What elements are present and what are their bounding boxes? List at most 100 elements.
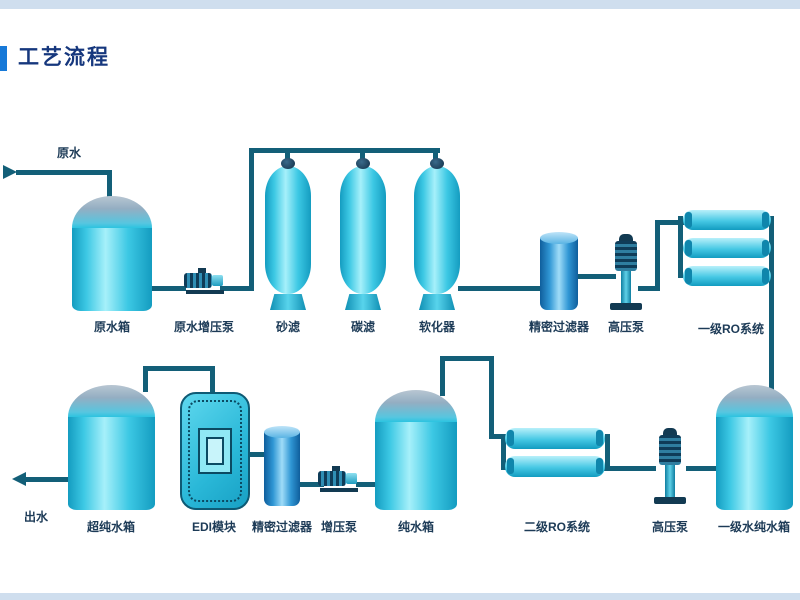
- pipe-segment: [655, 220, 660, 291]
- pipe-segment: [655, 220, 687, 225]
- edi-module: [180, 392, 250, 510]
- label-ro-system-2: 二级RO系统: [523, 520, 591, 534]
- vessel-knob: [356, 158, 370, 169]
- pump-head: [346, 473, 357, 484]
- ro1-membrane-tube: [683, 210, 771, 230]
- label-softener: 软化器: [418, 320, 456, 334]
- vessel-knob: [281, 158, 295, 169]
- edi-core-inner: [206, 437, 224, 465]
- pump-motor: [615, 241, 637, 271]
- stage1-pure-water-tank: [716, 385, 793, 510]
- pump-motor: [318, 471, 346, 486]
- inlet-arrow-icon: [3, 165, 17, 179]
- pipe-segment: [638, 286, 660, 291]
- tank-body: [375, 422, 457, 510]
- pipe-segment: [249, 148, 440, 153]
- pump-motor: [659, 435, 681, 465]
- pipe-segment: [440, 356, 494, 361]
- pipe-segment: [356, 482, 377, 487]
- pump-motor: [184, 273, 212, 288]
- tank-dome: [72, 196, 152, 228]
- ro-end-cap: [685, 268, 692, 284]
- pump-base: [320, 488, 358, 492]
- tank-body: [72, 228, 152, 311]
- page-title: 工艺流程: [18, 46, 110, 69]
- label-raw-water-tank: 原水箱: [93, 320, 131, 334]
- label-pure-water-tank: 纯水箱: [397, 520, 435, 534]
- pipe-segment: [686, 466, 718, 471]
- ultrapure-water-tank: [68, 385, 155, 510]
- ro-end-cap: [762, 240, 769, 256]
- vessel-body: [265, 166, 311, 294]
- pipe-segment: [489, 434, 503, 439]
- outlet-arrow-icon: [12, 472, 26, 486]
- pipe-segment: [769, 216, 774, 278]
- ro-end-cap: [685, 240, 692, 256]
- pipe-segment: [220, 286, 254, 291]
- label-edi-module: EDI模块: [191, 520, 237, 534]
- ro1-membrane-tube: [683, 266, 771, 286]
- ro-end-cap: [762, 268, 769, 284]
- precision-filter-2: [264, 426, 300, 506]
- pipe-segment: [298, 482, 324, 487]
- label-high-pressure-pump-1: 高压泵: [607, 320, 645, 334]
- pump-cap: [619, 234, 633, 242]
- pipe-segment: [572, 274, 616, 279]
- pipe-segment: [143, 366, 215, 371]
- pipe-segment: [489, 356, 494, 439]
- vessel-body: [414, 166, 460, 294]
- ro2-membrane-tube: [505, 428, 605, 449]
- pump-base: [610, 303, 642, 310]
- ro2-membrane-tube: [505, 456, 605, 477]
- pump-head: [212, 275, 223, 286]
- ro-end-cap: [596, 430, 603, 446]
- cartridge-body: [540, 238, 578, 310]
- precision-filter-1: [540, 232, 578, 312]
- pump-base: [186, 290, 224, 294]
- vessel-stand: [345, 294, 381, 310]
- pipe-segment: [458, 286, 546, 291]
- raw-water-booster-pump: [184, 268, 226, 294]
- vessel-stand: [419, 294, 455, 310]
- pipe-segment: [678, 216, 683, 278]
- high-pressure-pump-1: [610, 234, 642, 310]
- pipe-segment: [143, 366, 148, 392]
- ro-end-cap: [762, 212, 769, 228]
- title-accent-bar: [0, 46, 7, 71]
- pipe-segment: [16, 170, 112, 175]
- tank-dome: [68, 385, 155, 417]
- pump-inlet: [332, 466, 340, 473]
- pump-column: [665, 465, 675, 497]
- edi-frame: [188, 400, 242, 502]
- tank-dome: [716, 385, 793, 417]
- vessel-knob: [430, 158, 444, 169]
- raw-water-tank: [72, 196, 152, 311]
- label-precision-filter-1: 精密过滤器: [528, 320, 590, 334]
- pipe-segment: [769, 274, 774, 392]
- label-carbon-filter: 碳滤: [350, 320, 376, 334]
- pump-column: [621, 271, 631, 303]
- bottom-strip: [0, 593, 800, 600]
- label-ro-system-1: 一级RO系统: [697, 322, 765, 336]
- ro-end-cap: [507, 458, 514, 474]
- booster-pump: [318, 466, 360, 492]
- pipe-segment: [605, 434, 610, 471]
- ro1-membrane-tube: [683, 238, 771, 258]
- label-raw-water-booster-pump: 原水增压泵: [173, 320, 235, 334]
- ro-end-cap: [596, 458, 603, 474]
- pipe-segment: [249, 148, 254, 291]
- softener-vessel: [414, 158, 460, 310]
- label-high-pressure-pump-2: 高压泵: [651, 520, 689, 534]
- cartridge-body: [264, 432, 300, 506]
- pipe-segment: [501, 434, 506, 470]
- sand-filter-vessel: [265, 158, 311, 310]
- tank-body: [716, 417, 793, 510]
- ro-end-cap: [507, 430, 514, 446]
- label-booster-pump: 增压泵: [320, 520, 358, 534]
- label-stage1-pure-water-tank: 一级水纯水箱: [717, 520, 791, 534]
- pipe-segment: [440, 356, 445, 396]
- pump-inlet: [198, 268, 206, 275]
- pipe-segment: [248, 452, 268, 457]
- vessel-stand: [270, 294, 306, 310]
- tank-body: [68, 417, 155, 510]
